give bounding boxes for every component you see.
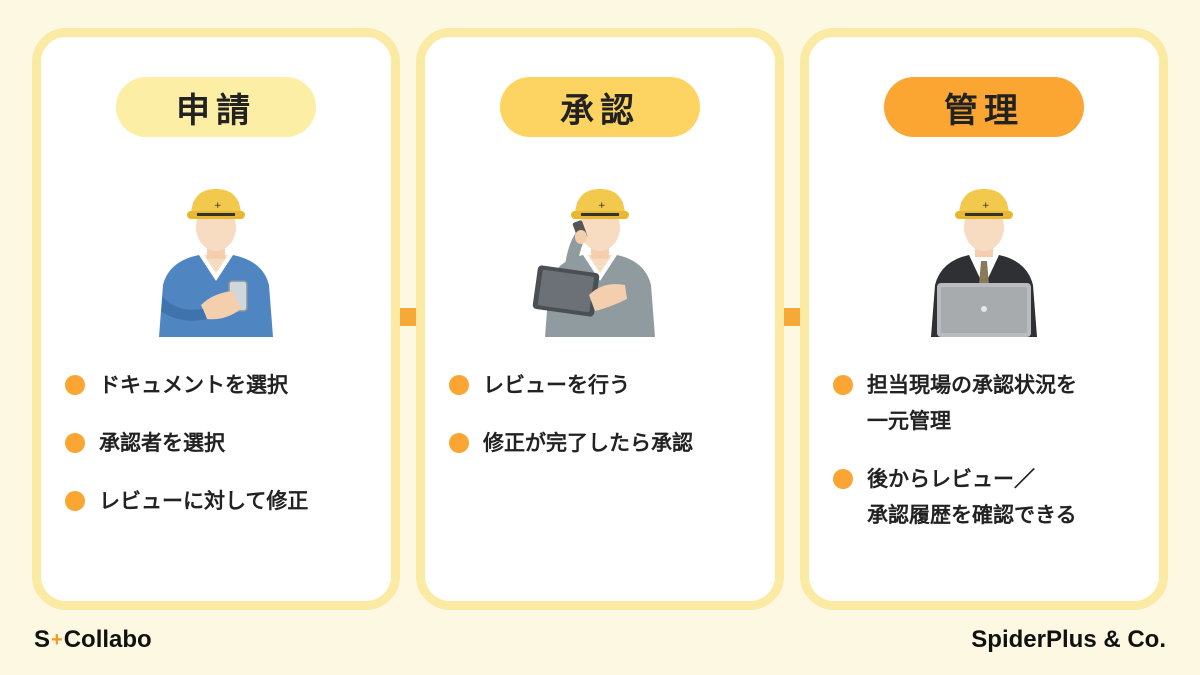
list-item: 修正が完了したら承認 <box>449 425 763 461</box>
bullet-dot-icon <box>449 433 469 453</box>
card-approve: 承認 + レビューを行う 修正が完了したら承認 <box>416 28 784 610</box>
list-item: 後からレビュー／ 承認履歴を確認できる <box>833 461 1147 533</box>
logo-suffix: Collabo <box>63 626 152 653</box>
svg-text:+: + <box>214 201 222 211</box>
manager-with-laptop-icon: + <box>931 189 1037 337</box>
bullet-dot-icon <box>833 375 853 395</box>
logo-prefix: S <box>34 626 51 653</box>
list-item: 承認者を選択 <box>65 425 379 461</box>
worker-with-smartphone-icon: + <box>159 189 273 337</box>
svg-text:+: + <box>598 201 606 211</box>
list-item: レビューに対して修正 <box>65 483 379 519</box>
bullet-dot-icon <box>65 491 85 511</box>
spiderplus-logo: SpiderPlus & Co. <box>971 626 1166 653</box>
bullet-dot-icon <box>65 433 85 453</box>
logo-plus-mark: + <box>51 628 63 651</box>
list-item: ドキュメントを選択 <box>65 367 379 403</box>
card-apply: 申請 + ドキュメントを選択 承認者を選択 レビューに対して修正 <box>32 28 400 610</box>
worker-with-tablet-icon: + <box>532 189 655 337</box>
list-item: レビューを行う <box>449 367 763 403</box>
card-title-apply: 申請 <box>116 77 316 137</box>
connector-approve-manage <box>784 308 800 326</box>
card-title-manage: 管理 <box>884 77 1084 137</box>
bullet-dot-icon <box>449 375 469 395</box>
apply-list: ドキュメントを選択 承認者を選択 レビューに対して修正 <box>65 367 379 541</box>
approve-list: レビューを行う 修正が完了したら承認 <box>449 367 763 483</box>
list-item: 担当現場の承認状況を 一元管理 <box>833 367 1147 439</box>
scollabo-logo: S + Collabo <box>34 626 152 654</box>
svg-text:+: + <box>982 201 990 211</box>
card-title-approve: 承認 <box>500 77 700 137</box>
manage-list: 担当現場の承認状況を 一元管理 後からレビュー／ 承認履歴を確認できる <box>833 367 1147 555</box>
card-manage: 管理 + 担当現場の承認状況を 一元管理 後からレビュー／ 承認履歴を確認できる <box>800 28 1168 610</box>
bullet-dot-icon <box>833 469 853 489</box>
connector-apply-approve <box>400 308 416 326</box>
bullet-dot-icon <box>65 375 85 395</box>
